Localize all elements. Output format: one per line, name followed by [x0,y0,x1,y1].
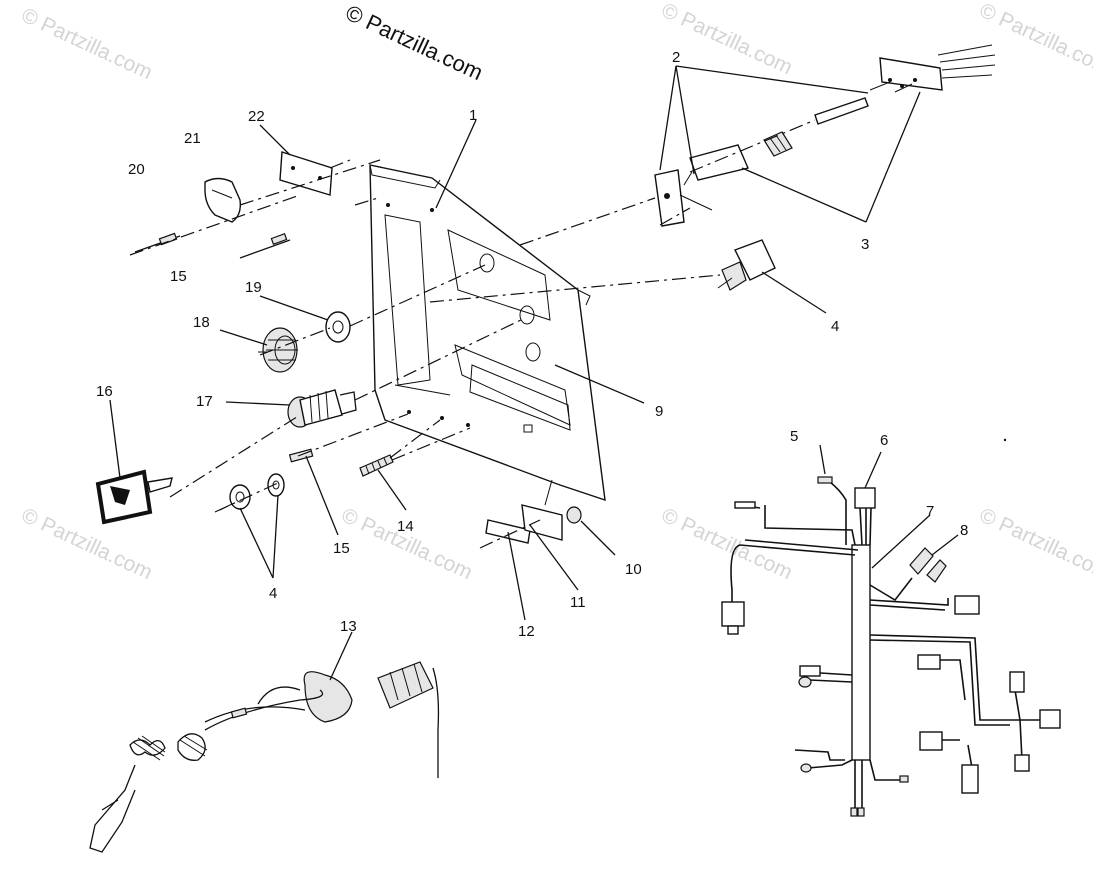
callout-5: 5 [790,428,798,445]
ignition-switch [287,389,357,428]
callout-19: 19 [245,279,262,296]
stray-dot [1003,438,1007,442]
watermark-tile: © Partzilla.com [976,0,1093,79]
callout-10: 10 [625,561,642,578]
mounting-brackets [485,479,582,544]
washer [325,311,351,343]
toggle-switch [717,239,776,291]
callout-9: 9 [655,403,663,420]
switch-assembly [654,44,996,227]
knob [258,327,298,373]
callout-4-lower: 4 [269,585,277,602]
watermark-tile: © Partzilla.com [338,504,476,585]
callout-16: 16 [96,383,113,400]
callout-1: 1 [469,107,477,124]
ignition-key [95,469,173,525]
callout-17: 17 [196,393,213,410]
safety-lanyard [89,661,440,853]
callout-22: 22 [248,108,265,125]
callout-2: 2 [672,49,680,66]
bracket-assembly [204,151,333,223]
dash-panel [369,164,606,502]
callout-18: 18 [193,314,210,331]
callout-20: 20 [128,161,145,178]
callout-11: 11 [570,594,586,611]
callout-15-lower: 15 [333,540,350,557]
callout-8: 8 [960,522,968,539]
watermark-tile: © Partzilla.com [658,0,796,79]
callout-3: 3 [861,236,869,253]
watermark-tile: © Partzilla.com [658,504,796,585]
callout-6: 6 [880,432,888,449]
watermark-tile: © Partzilla.com [976,504,1093,585]
watermark-tile: © Partzilla.com [18,4,156,85]
callout-4: 4 [831,318,839,335]
assembly-lines [129,119,816,549]
callout-7: 7 [926,503,934,520]
screws-upper [134,232,291,259]
leader-lines [109,65,959,681]
callout-21: 21 [184,130,201,147]
callout-13: 13 [340,618,357,635]
copyright-label: © Partzilla.com [342,0,487,85]
wiring-harness [721,476,1061,817]
callout-15-upper: 15 [170,268,187,285]
nuts-lower [219,473,285,511]
callout-14: 14 [397,518,414,535]
callout-12: 12 [518,623,535,640]
callout-labels: 1 2 3 4 5 6 7 8 9 10 11 12 13 14 15 4 16… [96,49,968,640]
